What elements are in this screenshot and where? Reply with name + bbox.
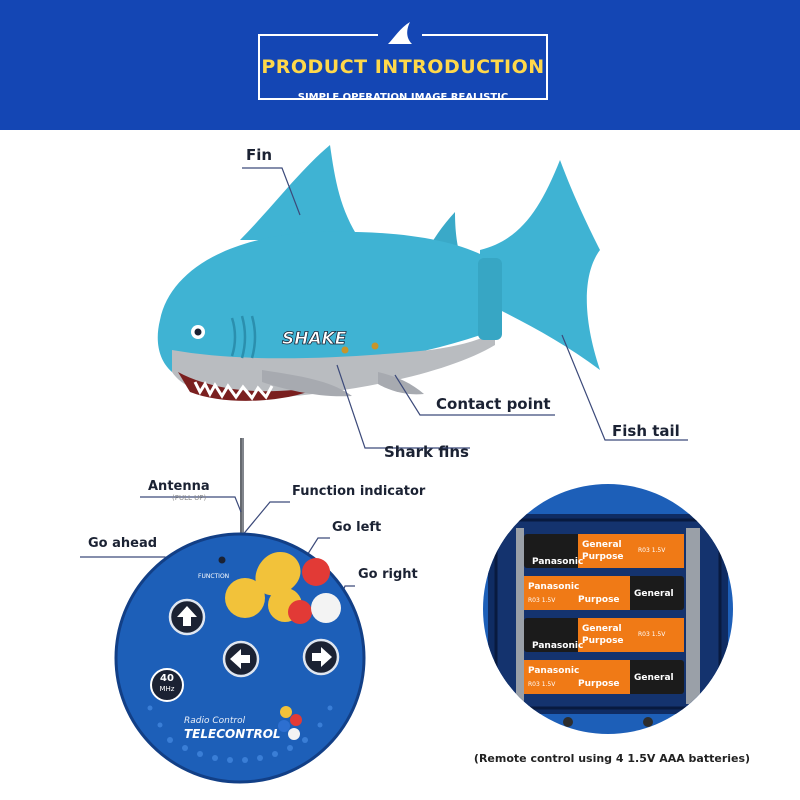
battery-1 — [524, 534, 684, 568]
go-left-button[interactable] — [222, 640, 260, 678]
brand-line-1: Radio Control — [184, 716, 246, 726]
shark-body-text: SHAKE — [282, 329, 347, 349]
brand-line-2: TELECONTROL — [184, 727, 281, 741]
battery-4-rating: R03 1.5V — [528, 681, 556, 688]
up-arrow-icon — [177, 606, 197, 626]
battery-4-brand: General — [634, 673, 674, 683]
label-fish-tail: Fish tail — [612, 422, 680, 440]
battery-3-brand: Panasonic — [532, 641, 583, 651]
label-contact-point: Contact point — [436, 395, 551, 413]
battery-caption: (Remote control using 4 1.5V AAA batteri… — [473, 752, 751, 765]
label-function-indicator: Function indicator — [292, 484, 426, 499]
shark-fin-icon — [388, 22, 412, 44]
battery-compartment: General Purpose R03 1.5V Panasonic Panas… — [483, 484, 733, 734]
label-antenna: Antenna — [148, 479, 210, 494]
frequency-value: 40 — [160, 673, 174, 684]
header-banner: PRODUCT INTRODUCTION SIMPLE OPERATION IM… — [0, 0, 800, 130]
right-arrow-icon — [312, 647, 332, 667]
page-title: PRODUCT INTRODUCTION — [261, 56, 545, 78]
label-antenna-note: (PULL UP) — [172, 494, 207, 502]
label-fin: Fin — [246, 146, 273, 164]
battery-1-brand: Panasonic — [532, 557, 583, 567]
battery-2 — [524, 576, 684, 610]
page-subtitle: SIMPLE OPERATION IMAGE REALISTIC — [297, 92, 509, 103]
battery-2-line2: Purpose — [578, 595, 620, 605]
battery-3-line1: General — [582, 624, 622, 634]
frequency-badge: 40 MHz — [150, 668, 184, 702]
go-right-button[interactable] — [302, 638, 340, 676]
battery-1-rating: R03 1.5V — [638, 547, 666, 554]
battery-2-line1: Panasonic — [528, 582, 579, 592]
battery-4-line2: Purpose — [578, 679, 620, 689]
battery-2-brand: General — [634, 589, 674, 599]
label-go-ahead: Go ahead — [88, 536, 158, 551]
battery-4-line1: Panasonic — [528, 666, 579, 676]
battery-3-line2: Purpose — [582, 636, 624, 646]
frequency-unit: MHz — [159, 685, 175, 693]
label-shark-fins: Shark fins — [384, 443, 469, 461]
battery-1-line2: Purpose — [582, 552, 624, 562]
go-ahead-button[interactable] — [168, 598, 206, 636]
left-arrow-icon — [230, 649, 250, 669]
label-go-right: Go right — [358, 567, 418, 582]
battery-2-rating: R03 1.5V — [528, 597, 556, 604]
label-go-left: Go left — [332, 520, 382, 535]
battery-3-rating: R03 1.5V — [638, 631, 666, 638]
battery-4 — [524, 660, 684, 694]
function-text: FUNCTION — [198, 573, 229, 580]
battery-3 — [524, 618, 684, 652]
brand-logo-icon — [278, 706, 302, 740]
battery-1-line1: General — [582, 540, 622, 550]
shark-illustration: SHAKE — [157, 145, 688, 449]
